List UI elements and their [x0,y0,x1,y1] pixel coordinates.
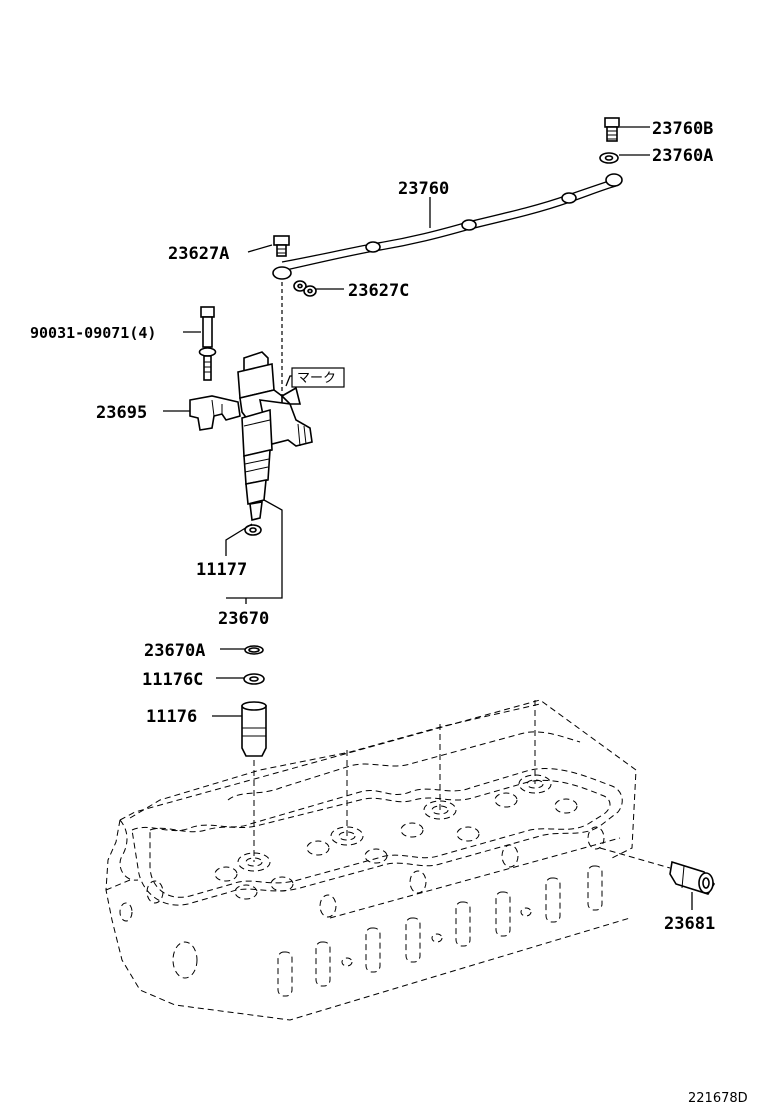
gasket-23627c [293,280,317,297]
injector-23670 [237,351,313,521]
label-23670: 23670 [218,609,269,629]
label-23760a: 23760A [652,146,713,166]
axis-plug [599,847,671,869]
cylinder-head [105,699,637,1021]
label-23670a: 23670A [144,641,205,661]
label-23681: 23681 [664,914,715,934]
mark-box [291,367,345,388]
label-23627c: 23627C [348,281,409,301]
leak-off-pipe-23760 [272,173,623,280]
mark-label: マーク [297,371,336,386]
washer-23760a [599,152,619,164]
label-23760b: 23760B [652,119,713,139]
bolt-23760b [604,117,620,142]
label-11176c: 11176C [142,670,203,690]
plug-23681 [669,860,715,895]
o-ring-23670a [244,645,264,655]
label-11177: 11177 [196,560,247,580]
washer-11176c [243,673,265,685]
bolt-90031-09071 [198,306,217,381]
label-23695: 23695 [96,403,147,423]
sleeve-11176 [241,701,267,757]
bolt-23627a [273,235,290,257]
label-90031-09071: 90031-09071(4) [30,324,156,342]
label-23760: 23760 [398,179,449,199]
seal-11177 [244,524,262,536]
clamp-23695 [189,395,241,431]
figure-code: 221678D [688,1091,748,1106]
label-11176: 11176 [146,707,197,727]
label-23627a: 23627A [168,244,229,264]
leader-lines [163,126,693,910]
